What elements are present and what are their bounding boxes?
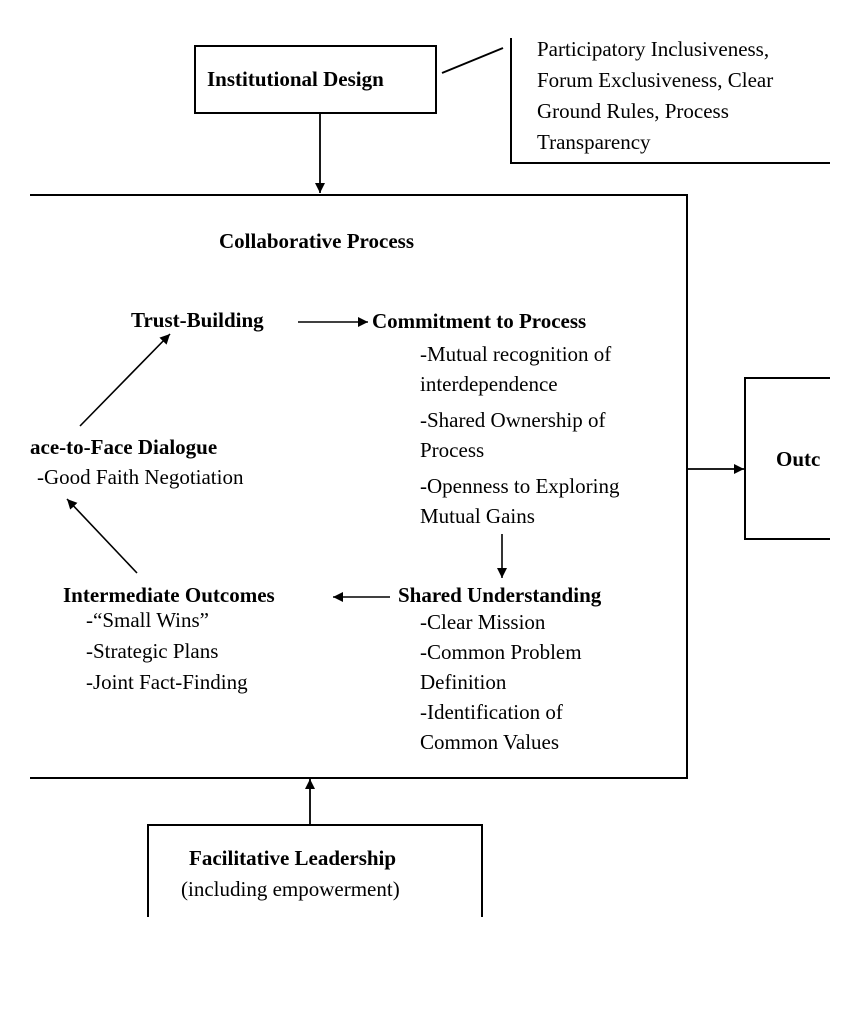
face-to-face-item: -Good Faith Negotiation [37,465,244,489]
understanding-item: -Common Problem [420,640,582,664]
detail-line: Forum Exclusiveness, Clear [537,68,774,92]
intermediate-item: -“Small Wins” [86,608,209,632]
understanding-item: -Clear Mission [420,610,546,634]
trust-building-label: Trust-Building [131,308,264,332]
facilitative-leadership-box [147,824,483,917]
commitment-item: Process [420,438,485,462]
commitment-item: Mutual Gains [420,504,535,528]
commitment-item: -Mutual recognition of [420,342,612,366]
outcomes-label: Outc [776,447,821,471]
institutional-details-bracket [510,38,830,164]
institutional-design-box [194,45,437,114]
collaborative-process-box [30,194,688,779]
intermediate-outcomes-items: -“Small Wins” -Strategic Plans -Joint Fa… [86,605,248,698]
institutional-design-title: Institutional Design [207,67,384,91]
arrow-outcomes-to-dialogue [66,498,138,574]
detail-line: Transparency [537,130,651,154]
shared-understanding-items: -Clear Mission -Common Problem Definitio… [420,607,582,757]
shared-understanding-title: Shared Understanding [398,583,602,607]
facilitative-leadership-title: Facilitative Leadership [189,846,397,870]
intermediate-item: -Joint Fact-Finding [86,670,248,694]
institutional-design-details: Participatory Inclusiveness, Forum Exclu… [537,34,773,158]
collaborative-process-title: Collaborative Process [219,229,414,253]
detail-line: Ground Rules, Process [537,99,729,123]
understanding-item: Common Values [420,730,560,754]
intermediate-item: -Strategic Plans [86,639,219,663]
understanding-item: Definition [420,670,507,694]
commitment-item: interdependence [420,372,558,396]
commitment-items: -Mutual recognition of interdependence -… [420,339,619,531]
outcomes-box [744,377,830,540]
intermediate-outcomes-title: Intermediate Outcomes [63,583,275,607]
face-to-face-title: ace-to-Face Dialogue [30,435,218,459]
commitment-item: -Shared Ownership of [420,408,606,432]
institutional-design-connector [441,47,504,74]
understanding-item: -Identification of [420,700,563,724]
commitment-title: Commitment to Process [372,309,587,333]
facilitative-leadership-subtitle: (including empowerment) [181,877,400,901]
detail-line: Participatory Inclusiveness, [537,37,770,61]
commitment-item: -Openness to Exploring [420,474,620,498]
arrow-dialogue-to-trust [79,333,171,427]
